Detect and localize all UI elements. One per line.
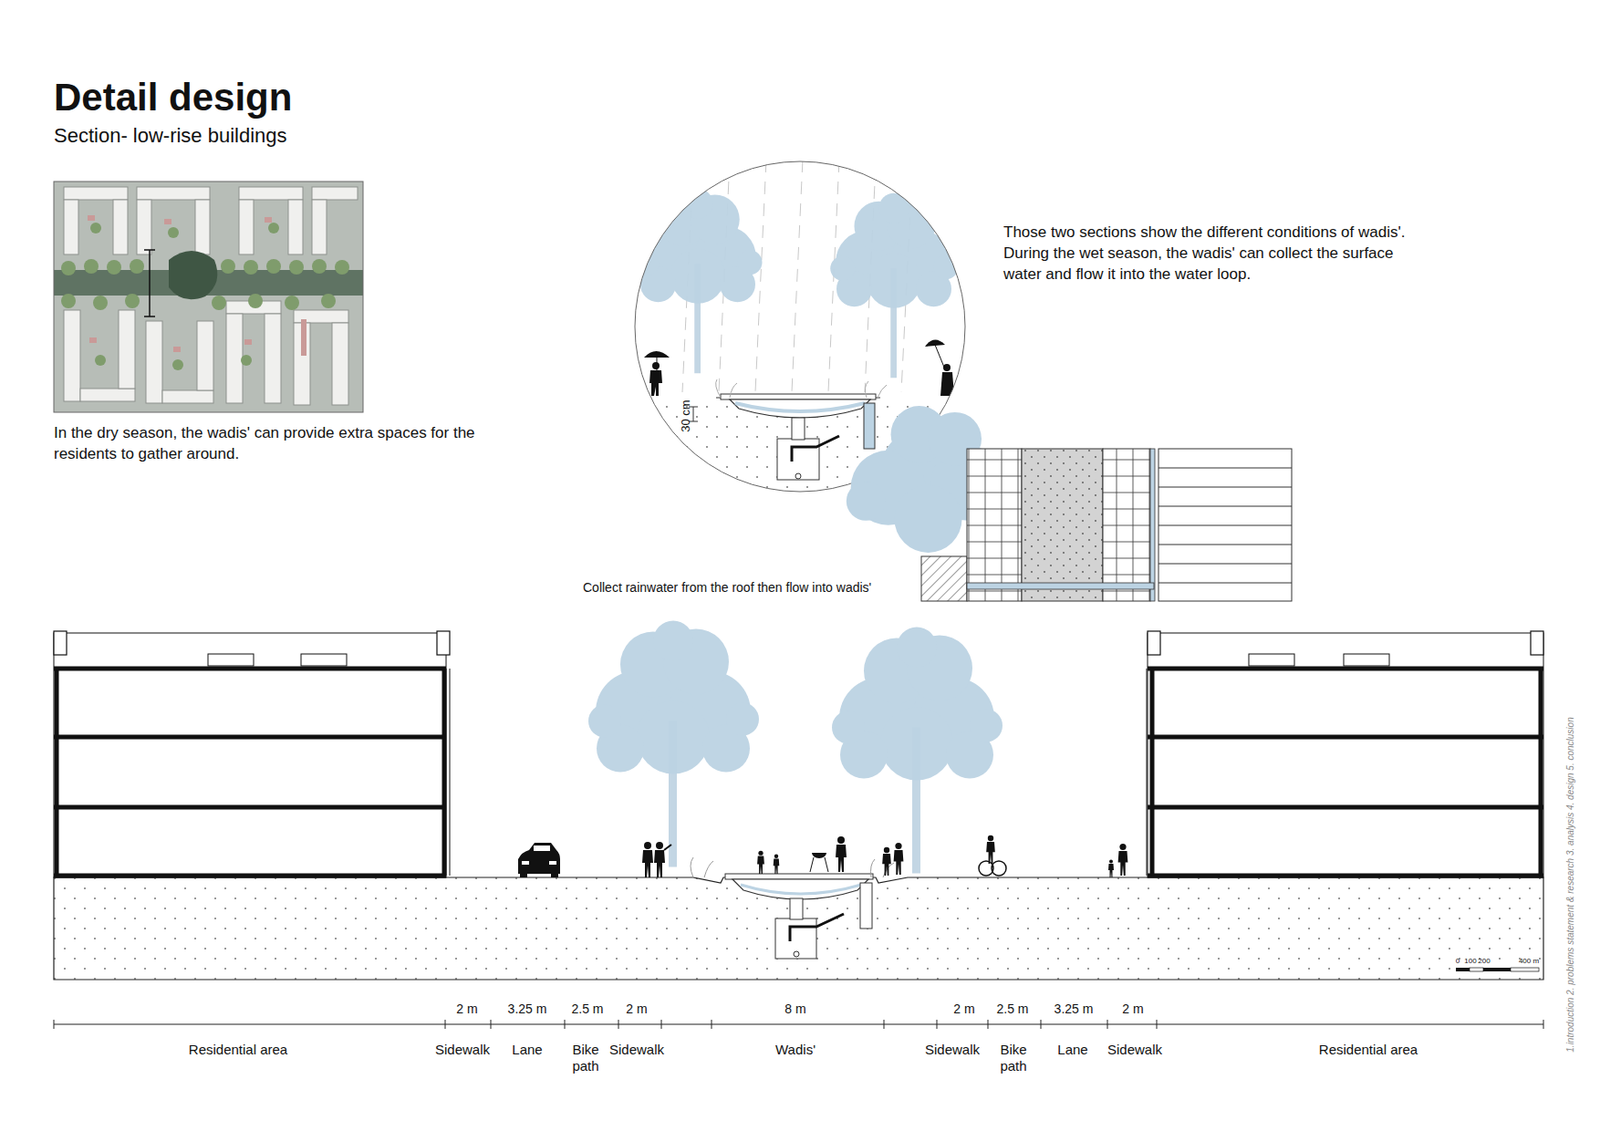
title: Detail design bbox=[53, 76, 292, 119]
dimension-text: 2.5 m bbox=[571, 1001, 603, 1018]
note-text: Those two sections show the different co… bbox=[1003, 222, 1414, 286]
dimension-text: 30 cm bbox=[678, 399, 694, 432]
dimension-text: 2 m bbox=[456, 1001, 478, 1018]
zone-label: Residential area bbox=[188, 1041, 288, 1059]
subtitle: Section- low-rise buildings bbox=[53, 124, 288, 148]
zone-label: Bike path bbox=[565, 1041, 606, 1075]
dimension-text: 2 m bbox=[625, 1001, 647, 1018]
zone-label: Sidewalk bbox=[435, 1041, 490, 1059]
zone-label: Lane bbox=[1057, 1041, 1088, 1059]
dimension-text: 3.25 m bbox=[1054, 1001, 1094, 1018]
zone-label: Residential area bbox=[1319, 1041, 1418, 1059]
scale-text: 200 bbox=[1477, 956, 1490, 967]
dimension-text: 3.25 m bbox=[508, 1001, 548, 1018]
scale-text: 0 bbox=[1455, 956, 1460, 967]
dimension-text: 2 m bbox=[1122, 1001, 1143, 1018]
zone-label: Sidewalk bbox=[609, 1041, 665, 1059]
dimension-text: 2.5 m bbox=[996, 1001, 1029, 1018]
zone-label: Wadis' bbox=[775, 1041, 816, 1059]
scale-text: 100 bbox=[1464, 956, 1476, 967]
zone-label: Lane bbox=[511, 1041, 542, 1059]
dimension-text: 2 m bbox=[953, 1001, 975, 1018]
zone-label: Bike path bbox=[993, 1041, 1034, 1075]
dimension-text: 8 m bbox=[784, 1001, 806, 1018]
zone-label: Sidewalk bbox=[1107, 1041, 1163, 1059]
callout-text: Collect rainwater from the roof then flo… bbox=[582, 580, 872, 596]
zone-label: Sidewalk bbox=[924, 1041, 980, 1059]
chapter-nav: 1.introduction 2. problems statement & r… bbox=[1565, 716, 1577, 1052]
note-text: In the dry season, the wadis' can provid… bbox=[53, 423, 483, 466]
scale-text: 400 m bbox=[1518, 956, 1539, 967]
